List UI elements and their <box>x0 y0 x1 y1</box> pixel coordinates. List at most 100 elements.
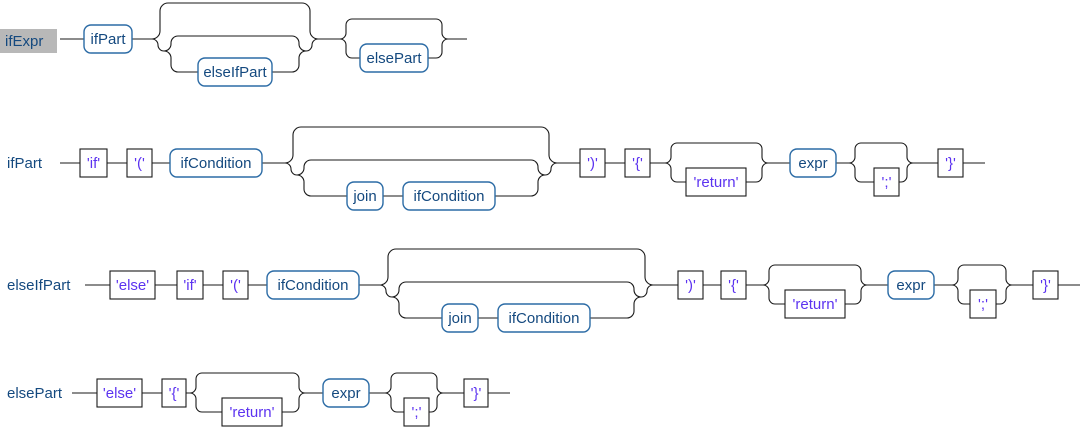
nonterminal-label: elseIfPart <box>203 64 267 81</box>
nonterminal-expr[interactable]: expr <box>322 378 370 408</box>
terminal-close-paren: ')' <box>677 270 704 300</box>
nonterminal-join[interactable]: join <box>346 181 384 211</box>
terminal-box <box>720 270 747 300</box>
nonterminal-ifcondition[interactable]: ifCondition <box>266 270 360 300</box>
nonterminal-label: ifCondition <box>181 155 252 172</box>
terminal-label: 'return' <box>694 174 739 191</box>
terminal-box <box>176 270 204 300</box>
terminal-box <box>221 397 283 427</box>
nonterminal-ifcondition[interactable]: ifCondition <box>169 148 263 178</box>
terminal-semicolon: ';' <box>403 397 430 427</box>
rule-elseifpart: elseIfPart 'else' 'if' '(' ifCondition j… <box>7 248 1080 333</box>
terminal-box <box>677 270 704 300</box>
nonterminal-box <box>169 148 263 178</box>
terminal-box <box>579 148 606 178</box>
rule-elsepart: elsePart 'else' '{' 'return' expr ';' '}… <box>7 372 510 427</box>
terminal-box <box>126 148 153 178</box>
terminal-box <box>222 270 249 300</box>
nonterminal-label: expr <box>896 277 925 294</box>
nonterminal-label: expr <box>798 155 827 172</box>
terminal-box <box>463 378 489 408</box>
terminal-if: 'if' <box>79 148 108 178</box>
terminal-label: ';' <box>412 404 422 421</box>
terminal-label: '{' <box>169 385 180 402</box>
terminal-label: '(' <box>230 277 241 294</box>
nonterminal-label: join <box>352 188 376 205</box>
terminal-else: 'else' <box>109 270 156 300</box>
terminal-box <box>403 397 430 427</box>
nonterminal-ifpart[interactable]: ifPart <box>83 24 133 54</box>
nonterminal-box <box>402 181 496 211</box>
terminal-open-brace: '{' <box>161 378 187 408</box>
terminal-box <box>937 148 964 178</box>
terminal-return: 'return' <box>685 167 747 197</box>
terminal-else: 'else' <box>96 378 143 408</box>
nonterminal-box <box>266 270 360 300</box>
nonterminal-join[interactable]: join <box>441 303 479 333</box>
terminal-close-brace: '}' <box>1032 270 1059 300</box>
terminal-box <box>79 148 108 178</box>
nonterminal-box <box>83 24 133 54</box>
nonterminal-box <box>346 181 384 211</box>
terminal-open-paren: '(' <box>222 270 249 300</box>
terminal-close-brace: '}' <box>463 378 489 408</box>
nonterminal-label: ifCondition <box>278 277 349 294</box>
terminal-label: 'if' <box>87 155 100 172</box>
rule-name-elseifpart[interactable]: elseIfPart <box>7 277 71 294</box>
terminal-open-paren: '(' <box>126 148 153 178</box>
nonterminal-label: ifCondition <box>414 188 485 205</box>
nonterminal-box <box>497 303 591 333</box>
nonterminal-label: join <box>447 310 471 327</box>
rule-ifpart: ifPart 'if' '(' ifCondition join ifCondi… <box>7 126 985 211</box>
nonterminal-elseifpart[interactable]: elseIfPart <box>197 57 273 87</box>
rails <box>72 372 510 413</box>
terminal-return: 'return' <box>221 397 283 427</box>
nonterminal-label: ifPart <box>90 31 126 48</box>
nonterminal-label: elsePart <box>366 50 422 67</box>
selection-highlight <box>0 29 57 53</box>
nonterminal-ifcondition[interactable]: ifCondition <box>402 181 496 211</box>
terminal-box <box>161 378 187 408</box>
terminal-label: '(' <box>134 155 145 172</box>
terminal-box <box>624 148 651 178</box>
terminal-semicolon: ';' <box>873 167 900 197</box>
nonterminal-expr[interactable]: expr <box>789 148 837 178</box>
terminal-label: ')' <box>587 155 598 172</box>
rule-ifexpr: ifExpr ifPart elseIfPart elsePart <box>0 2 467 87</box>
terminal-label: ';' <box>978 296 988 313</box>
nonterminal-elsepart[interactable]: elsePart <box>359 43 429 73</box>
terminal-return: 'return' <box>784 289 846 319</box>
terminal-label: 'else' <box>103 385 136 402</box>
nonterminal-ifcondition[interactable]: ifCondition <box>497 303 591 333</box>
terminal-label: 'return' <box>230 404 275 421</box>
nonterminal-box <box>441 303 479 333</box>
nonterminal-label: expr <box>331 385 360 402</box>
rule-name-ifpart[interactable]: ifPart <box>7 155 43 172</box>
terminal-close-paren: ')' <box>579 148 606 178</box>
rails <box>60 126 985 197</box>
terminal-label: '}' <box>471 385 482 402</box>
rule-name-elsepart[interactable]: elsePart <box>7 385 63 402</box>
terminal-label: '{' <box>728 277 739 294</box>
terminal-label: ';' <box>882 174 892 191</box>
terminal-box <box>109 270 156 300</box>
terminal-label: 'if' <box>183 277 196 294</box>
nonterminal-box <box>789 148 837 178</box>
terminal-box <box>784 289 846 319</box>
rule-name-ifexpr[interactable]: ifExpr <box>5 33 43 50</box>
nonterminal-expr[interactable]: expr <box>887 270 935 300</box>
terminal-close-brace: '}' <box>937 148 964 178</box>
terminal-box <box>685 167 747 197</box>
nonterminal-box <box>197 57 273 87</box>
nonterminal-box <box>359 43 429 73</box>
terminal-open-brace: '{' <box>624 148 651 178</box>
nonterminal-label: ifCondition <box>509 310 580 327</box>
terminal-label: 'return' <box>793 296 838 313</box>
terminal-if: 'if' <box>176 270 204 300</box>
terminal-open-brace: '{' <box>720 270 747 300</box>
terminal-label: '}' <box>1040 277 1051 294</box>
terminal-box <box>96 378 143 408</box>
terminal-label: 'else' <box>116 277 149 294</box>
